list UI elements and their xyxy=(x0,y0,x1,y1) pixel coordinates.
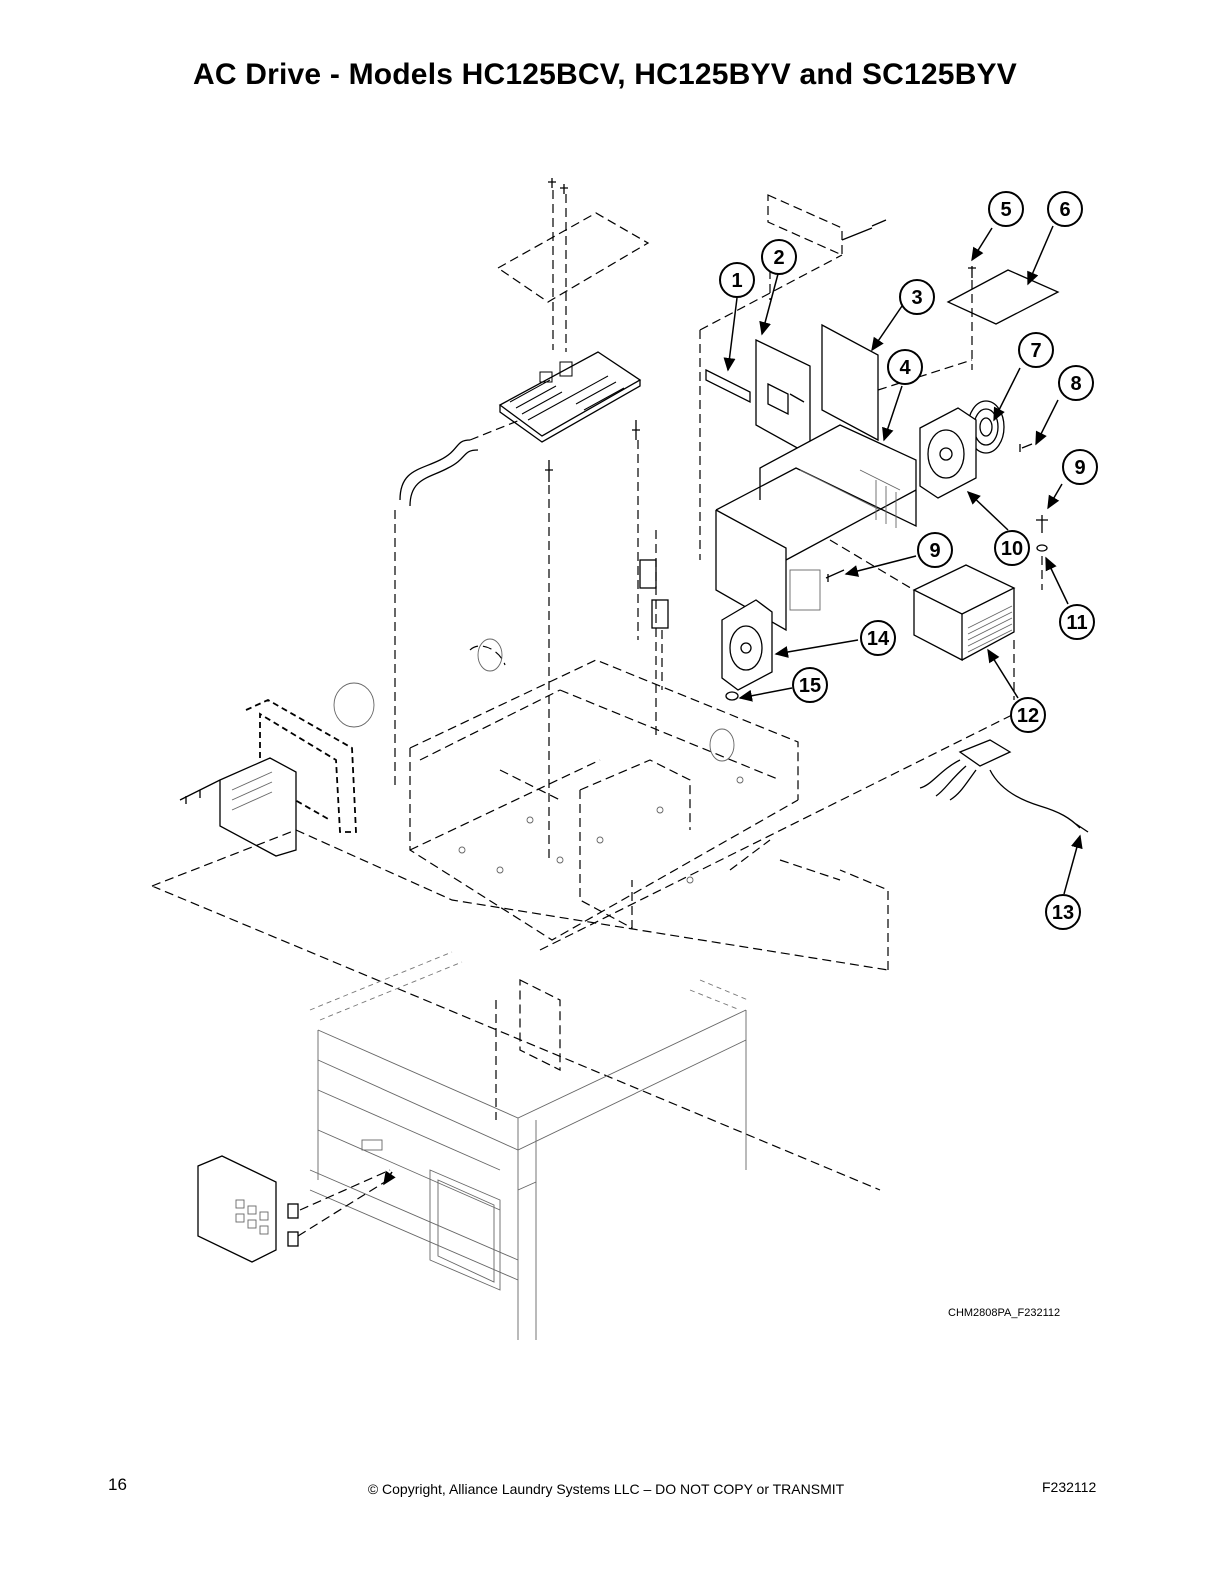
svg-text:9: 9 xyxy=(929,540,940,562)
svg-text:13: 13 xyxy=(1052,902,1074,924)
drive-enclosure-assembly xyxy=(699,194,1060,701)
svg-text:8: 8 xyxy=(1070,373,1081,395)
svg-text:15: 15 xyxy=(799,675,821,697)
copyright-notice: © Copyright, Alliance Laundry Systems LL… xyxy=(367,1481,845,1497)
callout-8: 8 xyxy=(1058,365,1094,401)
page-number: 16 xyxy=(108,1475,127,1494)
callout-3: 3 xyxy=(899,279,935,315)
svg-text:12: 12 xyxy=(1017,705,1039,727)
page-title: AC Drive - Models HC125BCV, HC125BYV and… xyxy=(193,58,1017,91)
callout-1: 1 xyxy=(719,262,755,298)
callout-2: 2 xyxy=(761,239,797,275)
control-board-assembly xyxy=(394,178,669,860)
chassis-frame xyxy=(151,638,1019,1191)
callout-13: 13 xyxy=(1045,894,1081,930)
callout-bubbles: 1 2 3 4 5 6 7 8 xyxy=(719,191,1098,930)
callout-5: 5 xyxy=(988,191,1024,227)
svg-text:14: 14 xyxy=(867,628,890,650)
callout-10: 10 xyxy=(994,530,1030,566)
svg-text:2: 2 xyxy=(773,247,784,269)
callout-7: 7 xyxy=(1018,332,1054,368)
callout-9-right: 9 xyxy=(1062,449,1098,485)
svg-text:7: 7 xyxy=(1030,340,1041,362)
svg-text:9: 9 xyxy=(1074,457,1085,479)
svg-text:6: 6 xyxy=(1059,199,1070,221)
callout-12: 12 xyxy=(1010,697,1046,733)
leader-lines xyxy=(383,225,1083,1186)
lower-cabinet xyxy=(197,951,749,1340)
svg-text:3: 3 xyxy=(911,287,922,309)
svg-text:10: 10 xyxy=(1001,538,1023,560)
document-code: F232112 xyxy=(1042,1479,1097,1495)
callout-15: 15 xyxy=(792,667,828,703)
callout-14: 14 xyxy=(860,620,896,656)
callout-11: 11 xyxy=(1059,604,1095,640)
drawing-id: CHM2808PA_F232112 xyxy=(948,1307,1061,1319)
callout-9-left: 9 xyxy=(917,532,953,568)
callout-4: 4 xyxy=(887,349,923,385)
callout-6: 6 xyxy=(1047,191,1083,227)
svg-text:1: 1 xyxy=(731,270,742,292)
svg-text:4: 4 xyxy=(899,357,911,379)
svg-text:5: 5 xyxy=(1000,199,1011,221)
svg-text:11: 11 xyxy=(1066,612,1087,634)
wire-harness xyxy=(919,739,1089,833)
